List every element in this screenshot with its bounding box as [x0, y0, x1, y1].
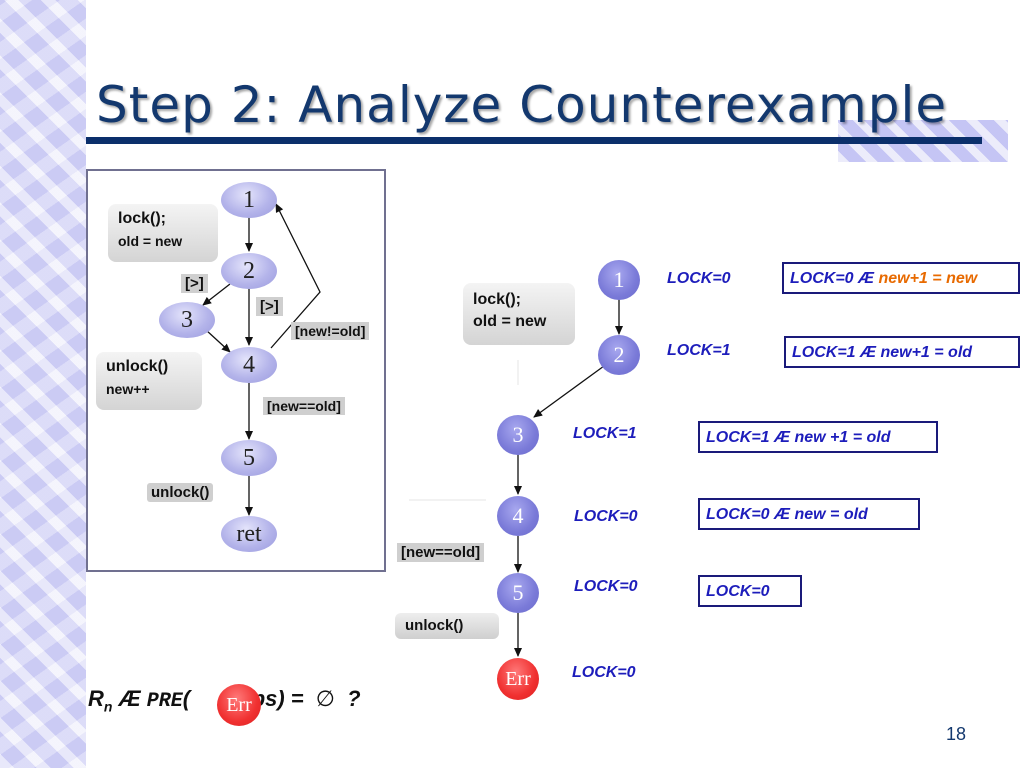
- trace-node-1: 1: [598, 260, 640, 300]
- trace-lock-box: lock(); old = new: [463, 283, 575, 345]
- formula-subscript: n: [103, 698, 113, 715]
- predicate-highlight: new+1 = new: [878, 270, 978, 287]
- predicate-text: LOCK=1 Æ new +1 = old: [706, 429, 891, 446]
- cfg-node-3: 3: [159, 302, 215, 338]
- predicate-text: LOCK=0 Æ new = old: [706, 506, 868, 523]
- formula-err-node: Err: [217, 684, 261, 726]
- predicate-text: LOCK=1 Æ new+1 = old: [792, 344, 973, 361]
- predicate-box: LOCK=0 Æ new = old: [698, 498, 920, 530]
- predicate-text: LOCK=0: [706, 583, 770, 600]
- cfg-node-5: 5: [221, 440, 277, 476]
- cfg-label-gt-right: [>]: [256, 297, 283, 316]
- trace-label-new-eq-old: [new==old]: [397, 543, 485, 562]
- trace-label-unlock: unlock(): [395, 613, 499, 639]
- lock-stmt: lock();: [473, 291, 521, 308]
- formula-question: ?: [334, 686, 361, 711]
- lock-value: LOCK=0: [572, 664, 636, 681]
- title-underline: [86, 137, 982, 144]
- trace-edge-2-3: [533, 365, 605, 418]
- formula-open: (: [182, 686, 191, 711]
- formula-empty: ∅: [315, 686, 335, 711]
- lock-value: LOCK=1: [667, 342, 731, 359]
- cfg-node-2: 2: [221, 253, 277, 289]
- predicate-text: LOCK=0 Æ: [790, 270, 879, 287]
- lock-value: LOCK=0: [574, 508, 638, 525]
- lock-value: LOCK=1: [573, 425, 637, 442]
- lock-value: LOCK=0: [667, 270, 731, 287]
- decorative-sidebar: [0, 0, 86, 768]
- assign-stmt: old = new: [473, 313, 547, 330]
- cfg-node-ret: ret: [221, 516, 277, 552]
- trace-node-5: 5: [497, 573, 539, 613]
- cfg-node-4: 4: [221, 347, 277, 383]
- cfg-edge-2-3: [202, 283, 231, 306]
- cfg-label-new-neq-old: [new!=old]: [291, 322, 370, 340]
- formula-op: Æ: [112, 686, 147, 711]
- cfg-label-new-eq-old: [new==old]: [263, 397, 345, 415]
- cfg-label-gt-left: [>]: [181, 274, 208, 293]
- predicate-box: LOCK=1 Æ new+1 = old: [784, 336, 1020, 368]
- cfg-edge-4-1-loop: [270, 203, 321, 349]
- slide-title: Step 2: Analyze Counterexample: [96, 76, 948, 134]
- trace-node-2: 2: [598, 335, 640, 375]
- cfg-unlock-box: unlock() new++: [96, 352, 202, 410]
- predicate-box: LOCK=0: [698, 575, 802, 607]
- trace-node-4: 4: [497, 496, 539, 536]
- formula-pre: PRE: [146, 690, 183, 713]
- cfg-label-unlock: unlock(): [147, 483, 214, 502]
- unlock-stmt: unlock(): [106, 358, 169, 375]
- trace-node-err: Err: [497, 658, 539, 700]
- assign-stmt: old = new: [118, 233, 183, 249]
- lock-value: LOCK=0: [574, 578, 638, 595]
- increment-stmt: new++: [106, 381, 150, 397]
- cfg-lock-box: lock(); old = new: [108, 204, 218, 262]
- lock-stmt: lock();: [118, 210, 166, 227]
- page-number: 18: [946, 724, 967, 744]
- predicate-box: LOCK=1 Æ new +1 = old: [698, 421, 938, 453]
- predicate-box: LOCK=0 Æ new+1 = new: [782, 262, 1020, 294]
- cfg-edge-3-4: [205, 329, 231, 353]
- formula-lhs: R: [88, 686, 104, 711]
- trace-node-3: 3: [497, 415, 539, 455]
- cfg-node-1: 1: [221, 182, 277, 218]
